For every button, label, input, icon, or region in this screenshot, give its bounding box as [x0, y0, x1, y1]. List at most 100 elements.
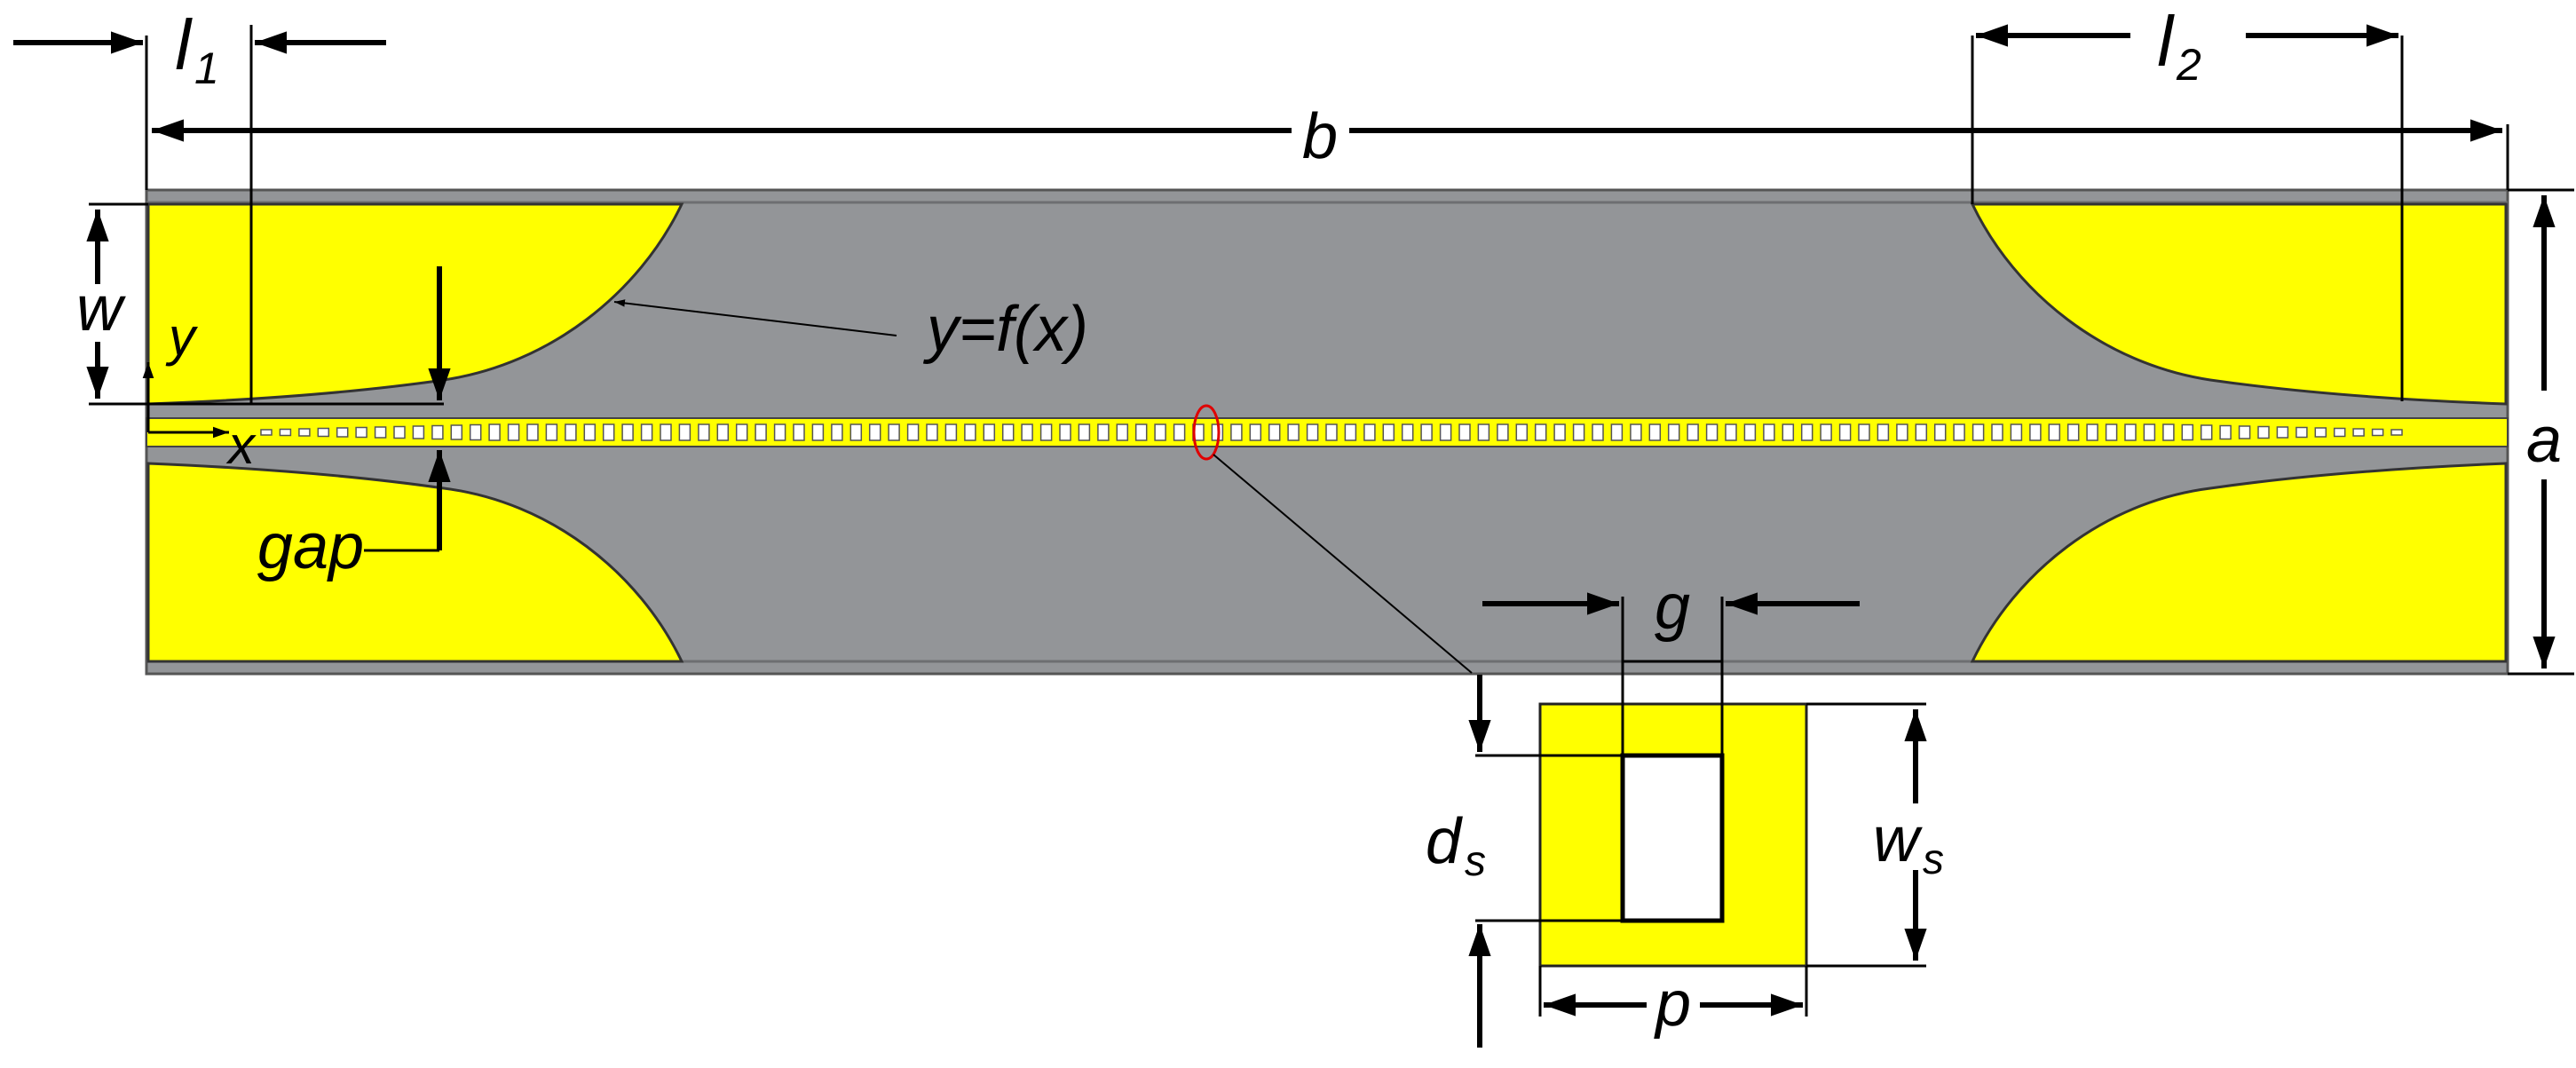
strip-slot [888, 423, 900, 441]
strip-slot [1401, 423, 1414, 441]
strip-slot [1116, 423, 1129, 441]
strip-slot [2219, 424, 2232, 440]
unit-cell-highlight [1192, 404, 1221, 461]
strip-slot [1021, 423, 1033, 441]
strip-slot [1763, 423, 1775, 441]
strip-slot [2066, 423, 2080, 441]
strip-slot [1705, 423, 1719, 441]
strip-slot [2295, 426, 2308, 439]
strip-slot [317, 427, 330, 438]
strip-slot [2314, 427, 2327, 438]
strip-slot [1173, 423, 1186, 441]
strip-slot [260, 429, 273, 436]
strip-slot [412, 425, 425, 439]
label-ws: ws [1873, 804, 1944, 883]
strip-slot [1306, 423, 1319, 441]
strip-slot [1059, 423, 1071, 441]
strip-slot [1097, 423, 1110, 441]
strip-slot [1039, 423, 1053, 441]
strip-slot [2371, 428, 2384, 437]
strip-slot [526, 423, 539, 441]
strip-slot [1439, 423, 1452, 441]
strip-slot [1553, 423, 1566, 441]
strip-slot [2162, 423, 2175, 441]
strip-slot [2200, 424, 2213, 440]
strip-slot [1363, 423, 1376, 441]
strip-slot [926, 423, 938, 441]
strip-slot [2390, 429, 2403, 436]
strip-slots [260, 423, 2403, 441]
strip-slot [1667, 423, 1680, 441]
strip-slot [1800, 423, 1813, 441]
strip-slot [906, 423, 920, 441]
strip-slot [1743, 423, 1757, 441]
label-p: p [1654, 969, 1691, 1040]
strip-slot [1630, 423, 1642, 441]
strip-slot [2124, 423, 2137, 441]
strip-slot [621, 423, 634, 441]
strip-slot [1154, 423, 1166, 441]
strip-slot [2181, 423, 2194, 441]
strip-slot [374, 426, 387, 439]
strip-slot [2257, 425, 2270, 439]
label-a: a [2526, 405, 2562, 476]
label-w: w [76, 273, 126, 344]
strip-slot [1001, 423, 1015, 441]
strip-slot [1725, 423, 1737, 441]
strip-slot [1325, 423, 1338, 441]
strip-slot [793, 423, 805, 441]
strip-slot [1420, 423, 1433, 441]
strip-slot [1268, 423, 1281, 441]
strip-slot [565, 423, 577, 441]
strip-slot [868, 423, 881, 441]
strip-slot [1287, 423, 1300, 441]
strip-slot [1134, 423, 1148, 441]
label-l2: l2 [2157, 2, 2201, 90]
label-x-axis: x [225, 415, 257, 475]
strip-slot [602, 423, 615, 441]
label-ds: ds [1426, 806, 1486, 885]
strip-slot [1382, 423, 1395, 441]
label-y-axis: y [165, 307, 199, 367]
strip-slot [469, 423, 482, 441]
strip-slot [1249, 423, 1262, 441]
strip-slot [2333, 427, 2346, 438]
strip-slot [698, 423, 710, 441]
strip-slot [488, 423, 501, 441]
strip-slot [1782, 423, 1795, 441]
strip-slot [583, 423, 597, 441]
ground-flare-top-right [1970, 202, 2508, 406]
strip-slot [1838, 423, 1852, 441]
strip-slot [2143, 423, 2156, 441]
label-curve-equation: y=f(x) [922, 294, 1088, 365]
strip-slot [678, 423, 691, 441]
strip-slot [279, 428, 292, 437]
label-g: g [1655, 572, 1690, 643]
curve-leader [613, 299, 897, 336]
strip-slot [849, 423, 863, 441]
strip-slot [1972, 423, 1985, 441]
strip-slot [755, 423, 767, 441]
strip-slot [1915, 423, 1928, 441]
strip-slot [2105, 423, 2118, 441]
unit-cell-slot [1620, 753, 1725, 923]
strip-slot [944, 423, 958, 441]
ground-flare-bottom-right [1970, 462, 2508, 663]
strip-slot [1687, 423, 1699, 441]
strip-slot [1515, 423, 1529, 441]
strip-slot [2029, 423, 2042, 441]
strip-slot [2086, 423, 2098, 441]
strip-slot [2048, 423, 2061, 441]
strip-slot [1896, 423, 1908, 441]
strip-slot [1497, 423, 1509, 441]
label-b: b [1302, 101, 1338, 172]
strip-slot [811, 423, 825, 441]
strip-slot [298, 428, 311, 437]
strip-slot [2010, 423, 2023, 441]
strip-slot [831, 423, 843, 441]
strip-slot [1458, 423, 1471, 441]
strip-slot [2276, 426, 2289, 439]
strip-slot [660, 423, 672, 441]
strip-slot [1572, 423, 1585, 441]
